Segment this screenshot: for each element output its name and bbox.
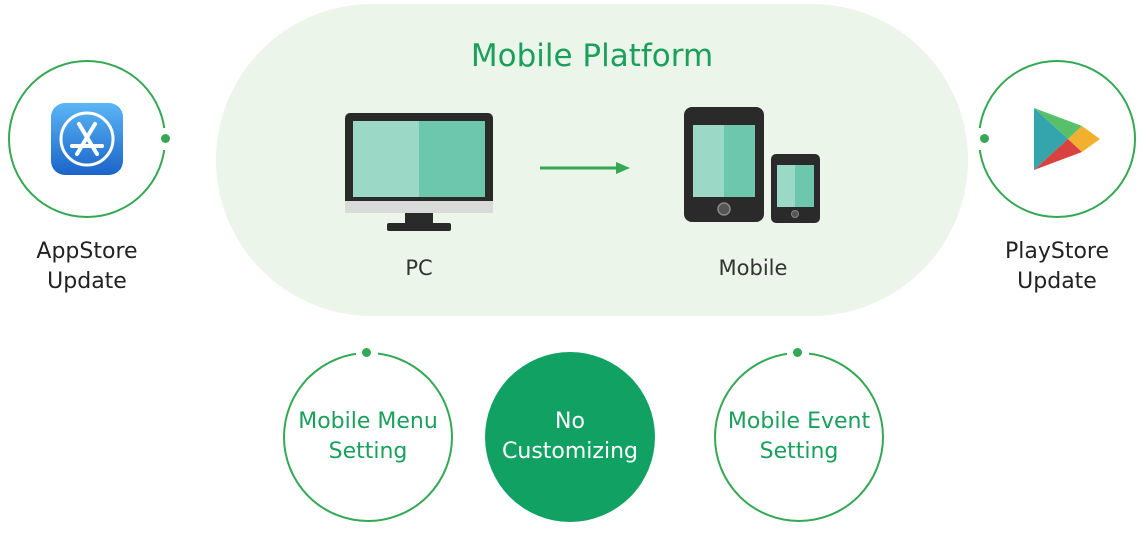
app-store-icon[interactable] <box>50 102 124 176</box>
playstore-label-line2: Update <box>1017 269 1097 294</box>
mobile-event-setting-line2: Setting <box>759 439 839 464</box>
mobile-label: Mobile <box>718 256 788 280</box>
appstore-label: AppStore Update <box>12 237 162 297</box>
mobile-event-connector-dot <box>793 348 802 357</box>
mobile-menu-setting-circle: Mobile Menu Setting <box>283 352 453 522</box>
mobile-devices-icon <box>684 107 820 223</box>
no-customizing-line2: Customizing <box>502 439 638 464</box>
play-store-icon[interactable] <box>1030 106 1104 172</box>
playstore-label-line1: PlayStore <box>1004 239 1110 264</box>
mobile-menu-setting-line2: Setting <box>328 439 408 464</box>
arrow-right-icon <box>540 162 630 174</box>
playstore-connector-dot <box>980 134 989 143</box>
mobile-platform-panel <box>216 4 968 316</box>
appstore-label-line2: Update <box>47 269 127 294</box>
appstore-connector-dot <box>161 134 170 143</box>
pc-label: PC <box>405 256 433 280</box>
mobile-menu-connector-dot <box>362 348 371 357</box>
pc-monitor-icon <box>345 113 493 231</box>
no-customizing-line1: No <box>555 409 585 434</box>
playstore-label: PlayStore Update <box>982 237 1132 297</box>
mobile-menu-setting-line1: Mobile Menu <box>298 409 438 434</box>
playstore-circle-gap <box>972 128 986 150</box>
mobile-event-setting-circle: Mobile Event Setting <box>714 352 884 522</box>
platform-title: Mobile Platform <box>470 38 714 74</box>
mobile-event-setting-line1: Mobile Event <box>727 409 871 434</box>
no-customizing-circle: No Customizing <box>485 352 655 522</box>
appstore-label-line1: AppStore <box>36 239 138 264</box>
